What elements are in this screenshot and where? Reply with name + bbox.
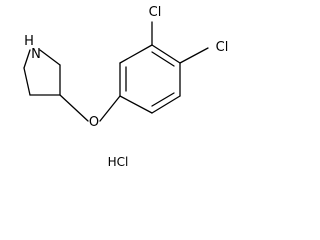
- atom-hydrogen: H: [24, 34, 34, 49]
- bond-c5-c6: [151, 95, 181, 114]
- atom-chlorine-para: Cl: [216, 40, 229, 55]
- chemical-structure: H N O Cl Cl HCl: [23, 5, 229, 169]
- double-bond-c5-c6: [151, 92, 175, 107]
- atom-nitrogen: N: [31, 47, 41, 62]
- salt-label: HCl: [108, 155, 129, 169]
- bond-c6-c1: [119, 95, 153, 114]
- bond-c4-c5: [23, 67, 31, 96]
- atom-oxygen: O: [89, 115, 99, 130]
- bond-n-c2: [39, 49, 61, 66]
- bond-o-aryl: [99, 95, 121, 122]
- pyrrolidine-ring: [23, 49, 61, 96]
- bond-c3-o: [59, 94, 89, 122]
- bond-c3-c4: [151, 44, 181, 64]
- double-bond-c3-c4: [151, 51, 175, 67]
- benzene-ring: [119, 44, 181, 114]
- atom-chlorine-meta: Cl: [149, 5, 162, 20]
- bond-c2-c3: [119, 44, 153, 64]
- bond-c4-cl: [179, 47, 209, 64]
- bond-c5-n: [23, 49, 31, 69]
